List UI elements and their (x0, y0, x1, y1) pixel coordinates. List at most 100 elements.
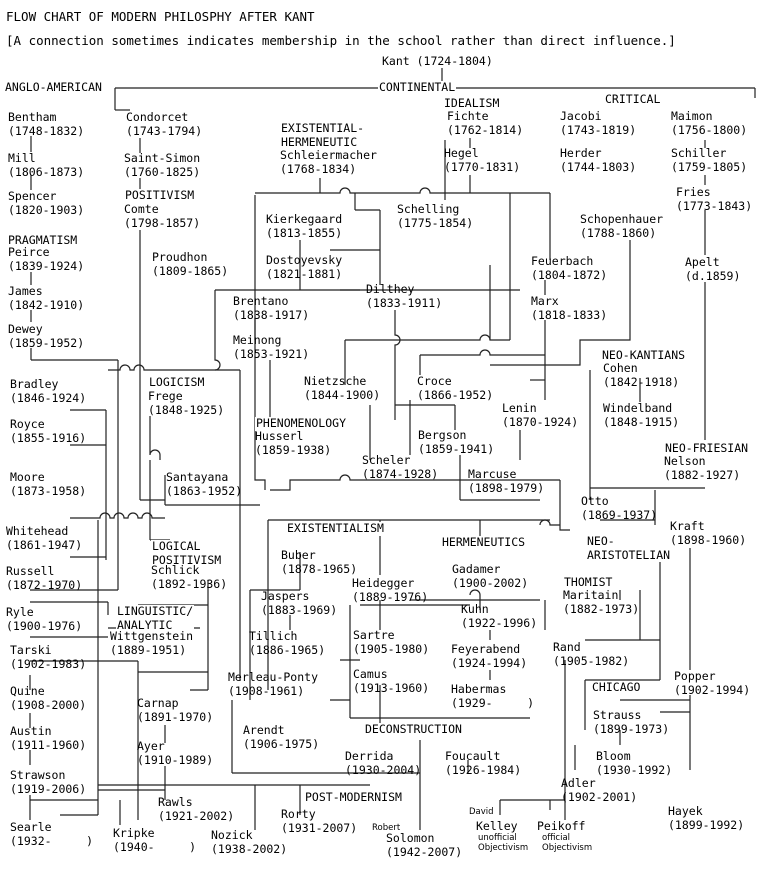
chart-title: FLOW CHART OF MODERN PHILOSPHY AFTER KAN… (6, 9, 315, 24)
label-neo-friesian: NEO-FRIESIAN (664, 441, 750, 456)
node-nietzsche: Nietzsche (1844-1900) (304, 374, 381, 402)
node-kant: Kant (1724-1804) (382, 54, 493, 68)
node-santayana: Santayana (1863-1952) (166, 470, 243, 498)
node-arendt: Arendt (1906-1975) (243, 723, 320, 751)
node-condorcet: Condorcet (1743-1794) (126, 110, 203, 138)
node-fichte: Fichte (1762-1814) (447, 109, 524, 137)
node-kraft: Kraft (1898-1960) (670, 519, 747, 547)
label-thomist: THOMIST (563, 575, 614, 590)
node-kelley: Kelley (476, 819, 518, 833)
node-hegel: Hegel (1770-1831) (444, 146, 521, 174)
node-bradley: Bradley (1846-1924) (10, 377, 87, 405)
node-quine: Quine (1908-2000) (10, 684, 87, 712)
node-kuhn: Kuhn (1922-1996) (461, 602, 538, 630)
node-ryle: Ryle (1900-1976) (6, 605, 83, 633)
node-proudhon: Proudhon (1809-1865) (152, 250, 229, 278)
node-austin: Austin (1911-1960) (10, 724, 87, 752)
node-rand: Rand (1905-1982) (553, 640, 630, 668)
node-frege: Frege (1848-1925) (148, 389, 225, 417)
node-sartre: Sartre (1905-1980) (353, 628, 430, 656)
node-jaspers: Jaspers (1883-1969) (261, 589, 338, 617)
label-post-modernism: POST-MODERNISM (304, 790, 403, 805)
node-adler: Adler (1902-2001) (561, 776, 638, 804)
chart-subtitle: [A connection sometimes indicates member… (6, 33, 676, 48)
label-linguistic-analytic: LINGUISTIC/ ANALYTIC (116, 604, 195, 632)
label-neo-kantians: NEO-KANTIANS (601, 348, 687, 363)
node-marx: Marx (1818-1833) (531, 294, 608, 322)
node-buber: Buber (1878-1965) (281, 548, 358, 576)
label-positivism: POSITIVISM (124, 188, 196, 203)
label-pragmatism: PRAGMATISM (7, 233, 79, 248)
node-derrida: Derrida (1930-2004) (345, 749, 422, 777)
label-existential-hermeneutic: EXISTENTIAL- HERMENEUTIC (280, 121, 366, 149)
node-feuerbach: Feuerbach (1804-1872) (531, 254, 608, 282)
label-deconstruction: DECONSTRUCTION (364, 722, 463, 737)
node-habermas: Habermas (1929- ) (451, 682, 535, 710)
node-spencer: Spencer (1820-1903) (8, 189, 85, 217)
node-wittgenstein: Wittgenstein (1889-1951) (110, 629, 194, 657)
node-croce: Croce (1866-1952) (417, 374, 494, 402)
node-heidegger: Heidegger (1889-1976) (352, 576, 429, 604)
node-kripke: Kripke (1940- ) (113, 826, 197, 854)
node-tarski: Tarski (1902-1983) (10, 643, 87, 671)
node-popper: Popper (1902-1994) (674, 669, 751, 697)
node-dewey: Dewey (1859-1952) (8, 322, 85, 350)
node-feyerabend: Feyerabend (1924-1994) (451, 642, 528, 670)
node-husserl: Husserl (1859-1938) (255, 429, 332, 457)
node-kelley-note: unofficial Objectivism (478, 833, 529, 853)
node-maimon: Maimon (1756-1800) (671, 109, 748, 137)
node-jacobi: Jacobi (1743-1819) (560, 109, 637, 137)
node-fries: Fries (1773-1843) (676, 185, 753, 213)
node-whitehead: Whitehead (1861-1947) (6, 524, 83, 552)
label-idealism: IDEALISM (443, 96, 501, 111)
node-mill: Mill (1806-1873) (8, 151, 85, 179)
node-comte: Comte (1798-1857) (124, 202, 201, 230)
node-moore: Moore (1873-1958) (10, 470, 87, 498)
node-russell: Russell (1872-1970) (6, 564, 83, 592)
node-otto: Otto (1869-1937) (581, 494, 658, 522)
label-chicago: CHICAGO (591, 680, 642, 695)
label-phenomenology: PHENOMENOLOGY (255, 416, 348, 431)
label-logicism: LOGICISM (148, 375, 206, 390)
node-merleau-ponty: Merleau-Ponty (1908-1961) (228, 670, 319, 698)
node-peikoff-note: official Objectivism (542, 833, 593, 853)
node-carnap: Carnap (1891-1970) (137, 696, 214, 724)
node-windelband: Windelband (1848-1915) (603, 401, 680, 429)
label-hermeneutics: HERMENEUTICS (441, 535, 527, 550)
node-saint-simon: Saint-Simon (1760-1825) (124, 151, 201, 179)
node-nelson: Nelson (1882-1927) (664, 454, 741, 482)
node-searle: Searle (1932- ) (10, 820, 94, 848)
node-strawson: Strawson (1919-2006) (10, 768, 87, 796)
node-bentham: Bentham (1748-1832) (8, 110, 85, 138)
node-peikoff: Peikoff (537, 819, 586, 833)
node-camus: Camus (1913-1960) (353, 667, 430, 695)
label-neo-aristotelian: NEO- ARISTOTELIAN (586, 534, 672, 562)
node-solomon: Solomon (1942-2007) (386, 831, 463, 859)
node-strauss: Strauss (1899-1973) (593, 708, 670, 736)
label-logical-positivism: LOGICAL POSITIVISM (151, 539, 223, 567)
node-meinong: Meinong (1853-1921) (233, 333, 310, 361)
node-apelt: Apelt (d.1859) (685, 255, 741, 283)
node-nozick: Nozick (1938-2002) (211, 828, 288, 856)
node-marcuse: Marcuse (1898-1979) (468, 467, 545, 495)
node-scheler: Scheler (1874-1928) (362, 453, 439, 481)
node-schelling: Schelling (1775-1854) (397, 202, 474, 230)
label-critical: CRITICAL (604, 92, 662, 107)
node-schopenhauer: Schopenhauer (1788-1860) (580, 212, 664, 240)
node-foucault: Foucault (1926-1984) (445, 749, 522, 777)
node-peirce: Peirce (1839-1924) (8, 245, 85, 273)
node-ayer: Ayer (1910-1989) (137, 739, 214, 767)
node-brentano: Brentano (1838-1917) (233, 294, 310, 322)
node-schleiermacher: Schleiermacher (1768-1834) (280, 148, 377, 176)
node-lenin: Lenin (1870-1924) (502, 401, 579, 429)
node-maritain: Maritain (1882-1973) (563, 588, 640, 616)
node-kelley-firstname: David (469, 807, 494, 817)
node-bergson: Bergson (1859-1941) (418, 428, 495, 456)
node-james: James (1842-1910) (8, 284, 85, 312)
node-dostoyevsky: Dostoyevsky (1821-1881) (266, 253, 343, 281)
node-bloom: Bloom (1930-1992) (596, 749, 673, 777)
node-schiller: Schiller (1759-1805) (671, 146, 748, 174)
node-schlick: Schlick (1892-1936) (151, 563, 228, 591)
node-gadamer: Gadamer (1900-2002) (452, 562, 529, 590)
